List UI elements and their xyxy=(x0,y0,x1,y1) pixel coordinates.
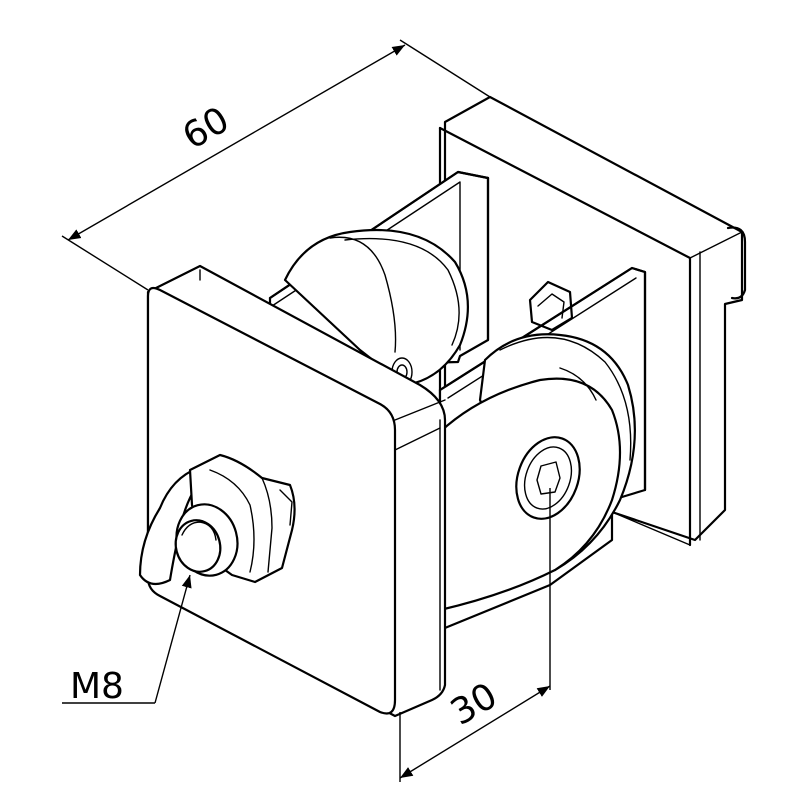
lower-hinge-leaf xyxy=(438,266,647,632)
m8-leader xyxy=(62,574,192,704)
m8-label: M8 xyxy=(70,666,124,707)
dimension-60 xyxy=(61,39,491,291)
m8-bolt xyxy=(174,503,239,577)
dimension-30 xyxy=(399,488,551,782)
dimension-60-label: 60 xyxy=(176,99,236,157)
upper-hinge-leaf xyxy=(268,170,490,387)
dimension-30-label: 30 xyxy=(444,675,504,733)
